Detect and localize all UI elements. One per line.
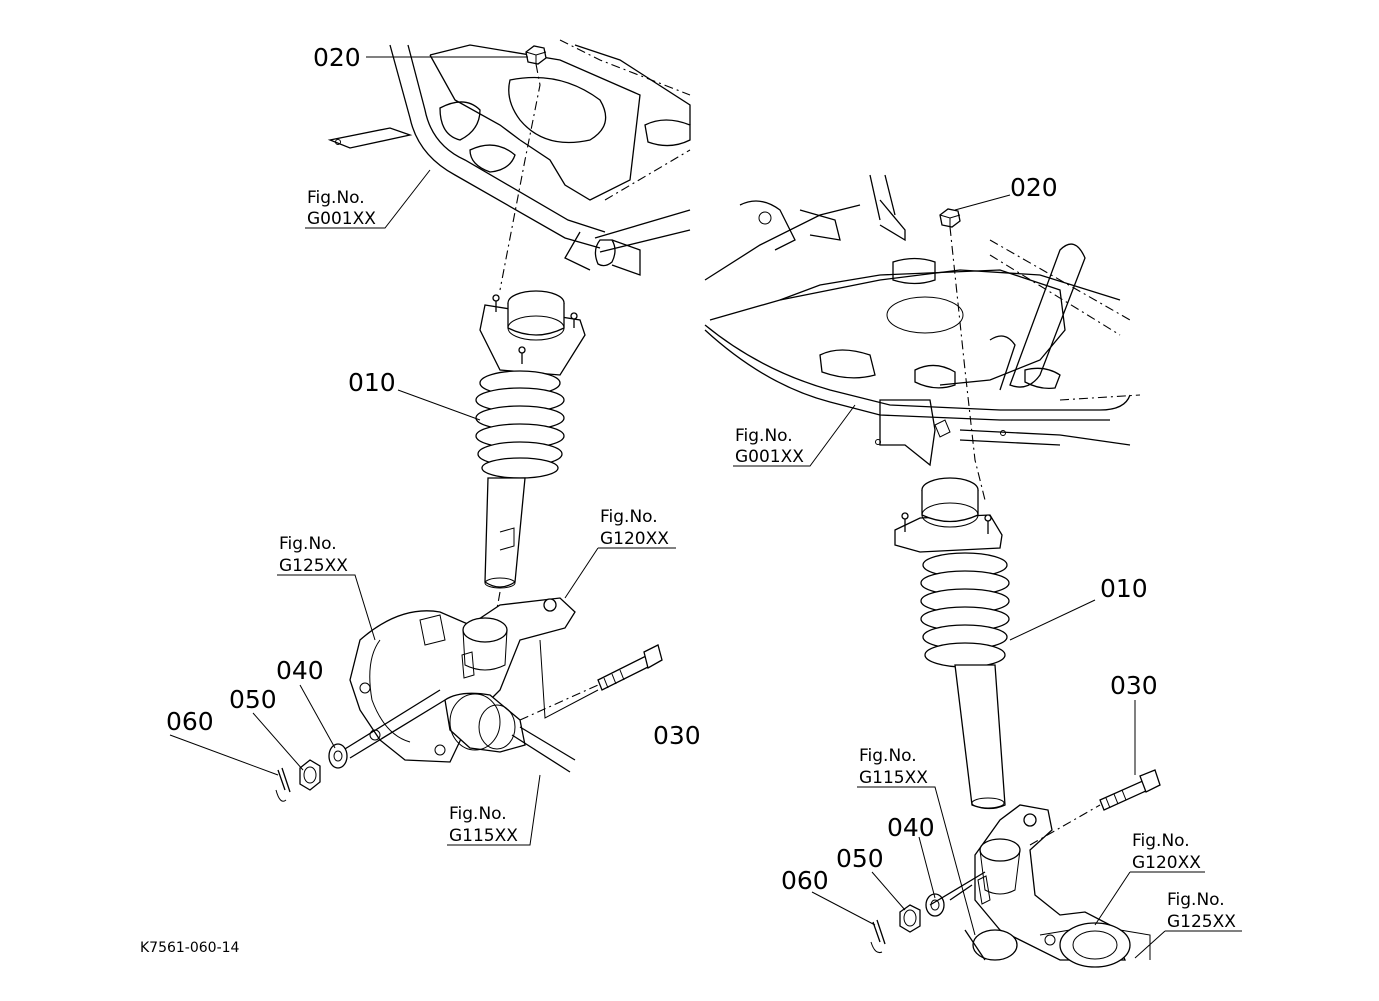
right-fig-knuckle-label: Fig.No. bbox=[1132, 831, 1190, 851]
left-bolt-030-drawing bbox=[519, 644, 663, 721]
left-020-centerline bbox=[499, 63, 541, 291]
diagram-code: K7561-060-14 bbox=[140, 940, 240, 956]
left-assembly-view: 020 010 030 040 050 060 Fig.No. G001XX F… bbox=[166, 39, 701, 846]
left-leader-lines bbox=[169, 56, 676, 846]
right-callout-010: 010 bbox=[1100, 574, 1148, 603]
left-callout-010: 010 bbox=[348, 368, 396, 397]
left-frame-drawing bbox=[327, 39, 691, 276]
right-callout-060: 060 bbox=[781, 866, 829, 895]
left-callout-050: 050 bbox=[229, 685, 277, 714]
right-fig-hub-label: Fig.No. bbox=[1167, 890, 1225, 910]
right-callout-020: 020 bbox=[1010, 173, 1058, 202]
left-fig-hub-code[interactable]: G125XX bbox=[279, 556, 348, 576]
left-fig-knuckle-label: Fig.No. bbox=[600, 507, 658, 527]
right-strut-010-drawing bbox=[894, 477, 1010, 810]
right-hardware-drawing bbox=[870, 871, 986, 953]
left-nut-020-drawing bbox=[525, 45, 547, 65]
right-frame-drawing bbox=[704, 174, 1141, 467]
left-fig-hub-label: Fig.No. bbox=[279, 534, 337, 554]
right-bolt-030-drawing bbox=[1029, 769, 1161, 846]
right-020-centerline bbox=[949, 226, 986, 501]
right-fig-frame-code[interactable]: G001XX bbox=[735, 447, 804, 467]
right-callout-040: 040 bbox=[887, 813, 935, 842]
right-callout-050: 050 bbox=[836, 844, 884, 873]
left-fig-axle-label: Fig.No. bbox=[449, 804, 507, 824]
left-callout-020: 020 bbox=[313, 43, 361, 72]
left-knuckle-hub-drawing bbox=[339, 597, 576, 773]
left-callout-060: 060 bbox=[166, 707, 214, 736]
right-fig-axle-code[interactable]: G115XX bbox=[859, 768, 928, 788]
right-fig-hub-code[interactable]: G125XX bbox=[1167, 912, 1236, 932]
right-callout-030: 030 bbox=[1110, 671, 1158, 700]
left-fig-frame-label: Fig.No. bbox=[307, 188, 365, 208]
right-nut-020-drawing bbox=[939, 208, 961, 228]
left-callout-040: 040 bbox=[276, 656, 324, 685]
left-fig-knuckle-code[interactable]: G120XX bbox=[600, 529, 669, 549]
right-fig-frame-label: Fig.No. bbox=[735, 426, 793, 446]
right-fig-axle-label: Fig.No. bbox=[859, 746, 917, 766]
right-fig-knuckle-code[interactable]: G120XX bbox=[1132, 853, 1201, 873]
left-strut-010-drawing bbox=[475, 290, 586, 589]
right-knuckle-hub-drawing bbox=[964, 804, 1151, 968]
left-fig-axle-code[interactable]: G115XX bbox=[449, 826, 518, 846]
left-fig-frame-code[interactable]: G001XX bbox=[307, 209, 376, 229]
right-leader-lines bbox=[733, 194, 1242, 959]
left-hardware-drawing bbox=[275, 743, 348, 802]
right-assembly-view: 020 010 030 040 050 060 Fig.No. G001XX F… bbox=[704, 173, 1242, 968]
left-callout-030: 030 bbox=[653, 721, 701, 750]
